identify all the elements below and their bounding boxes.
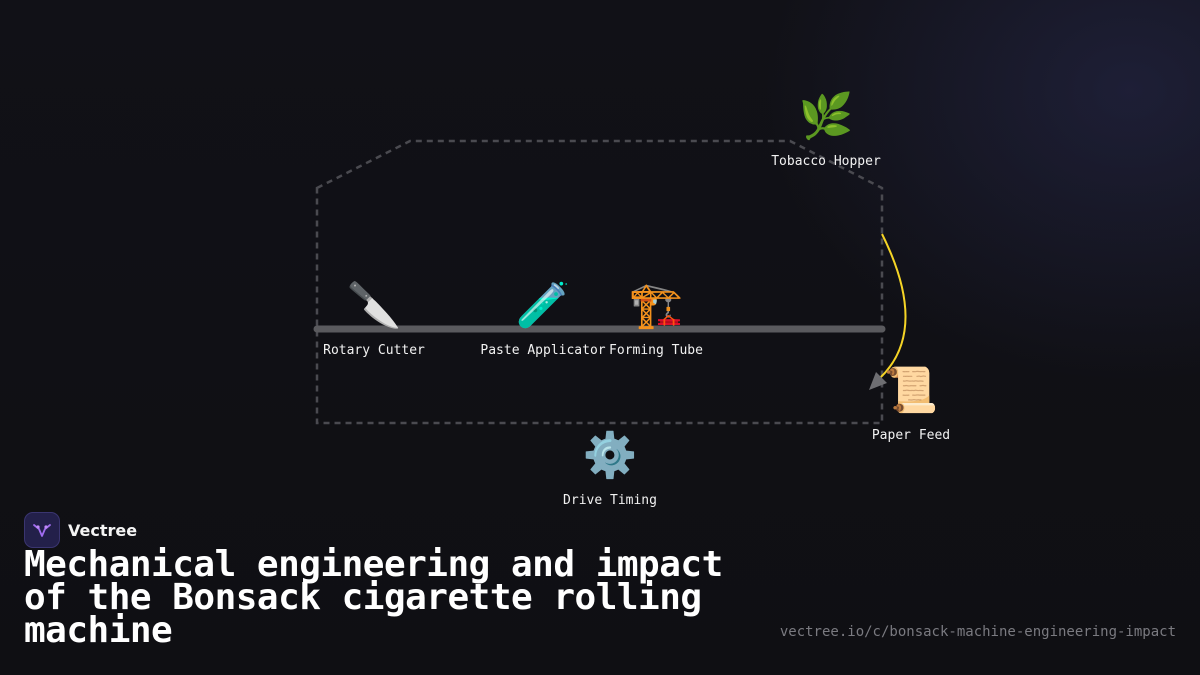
node-forming-tube: 🏗️ Forming Tube xyxy=(609,280,703,359)
feed-arrowhead xyxy=(869,372,887,390)
herb-icon: 🌿 xyxy=(798,91,854,142)
node-label: Paste Applicator xyxy=(480,343,606,358)
node-label: Rotary Cutter xyxy=(323,343,425,358)
page-url[interactable]: vectree.io/c/bonsack-machine-engineering… xyxy=(779,624,1176,640)
node-tobacco-hopper: 🌿 Tobacco Hopper xyxy=(771,91,881,170)
vectree-logo-icon xyxy=(24,512,60,548)
gear-icon: ⚙️ xyxy=(582,430,638,481)
machine-outline xyxy=(315,139,884,425)
node-rotary-cutter: 🔪 Rotary Cutter xyxy=(323,280,425,359)
node-paste-applicator: 🧪 Paste Applicator xyxy=(480,280,606,359)
node-drive-timing: ⚙️ Drive Timing xyxy=(563,430,657,509)
page-title: Mechanical engineering and impact of the… xyxy=(24,544,723,651)
crane-icon: 🏗️ xyxy=(628,280,684,331)
node-label: Paper Feed xyxy=(871,428,951,443)
brand[interactable]: Vectree xyxy=(24,512,137,548)
brand-name: Vectree xyxy=(68,520,138,540)
node-label: Tobacco Hopper xyxy=(771,154,881,169)
scroll-icon: 📜 xyxy=(883,365,939,416)
test-tube-icon: 🧪 xyxy=(515,280,571,331)
feed-arrow xyxy=(879,233,907,379)
node-paper-feed: 📜 Paper Feed xyxy=(871,365,951,444)
knife-icon: 🔪 xyxy=(346,280,402,331)
node-label: Drive Timing xyxy=(563,493,657,508)
node-label: Forming Tube xyxy=(609,343,703,358)
